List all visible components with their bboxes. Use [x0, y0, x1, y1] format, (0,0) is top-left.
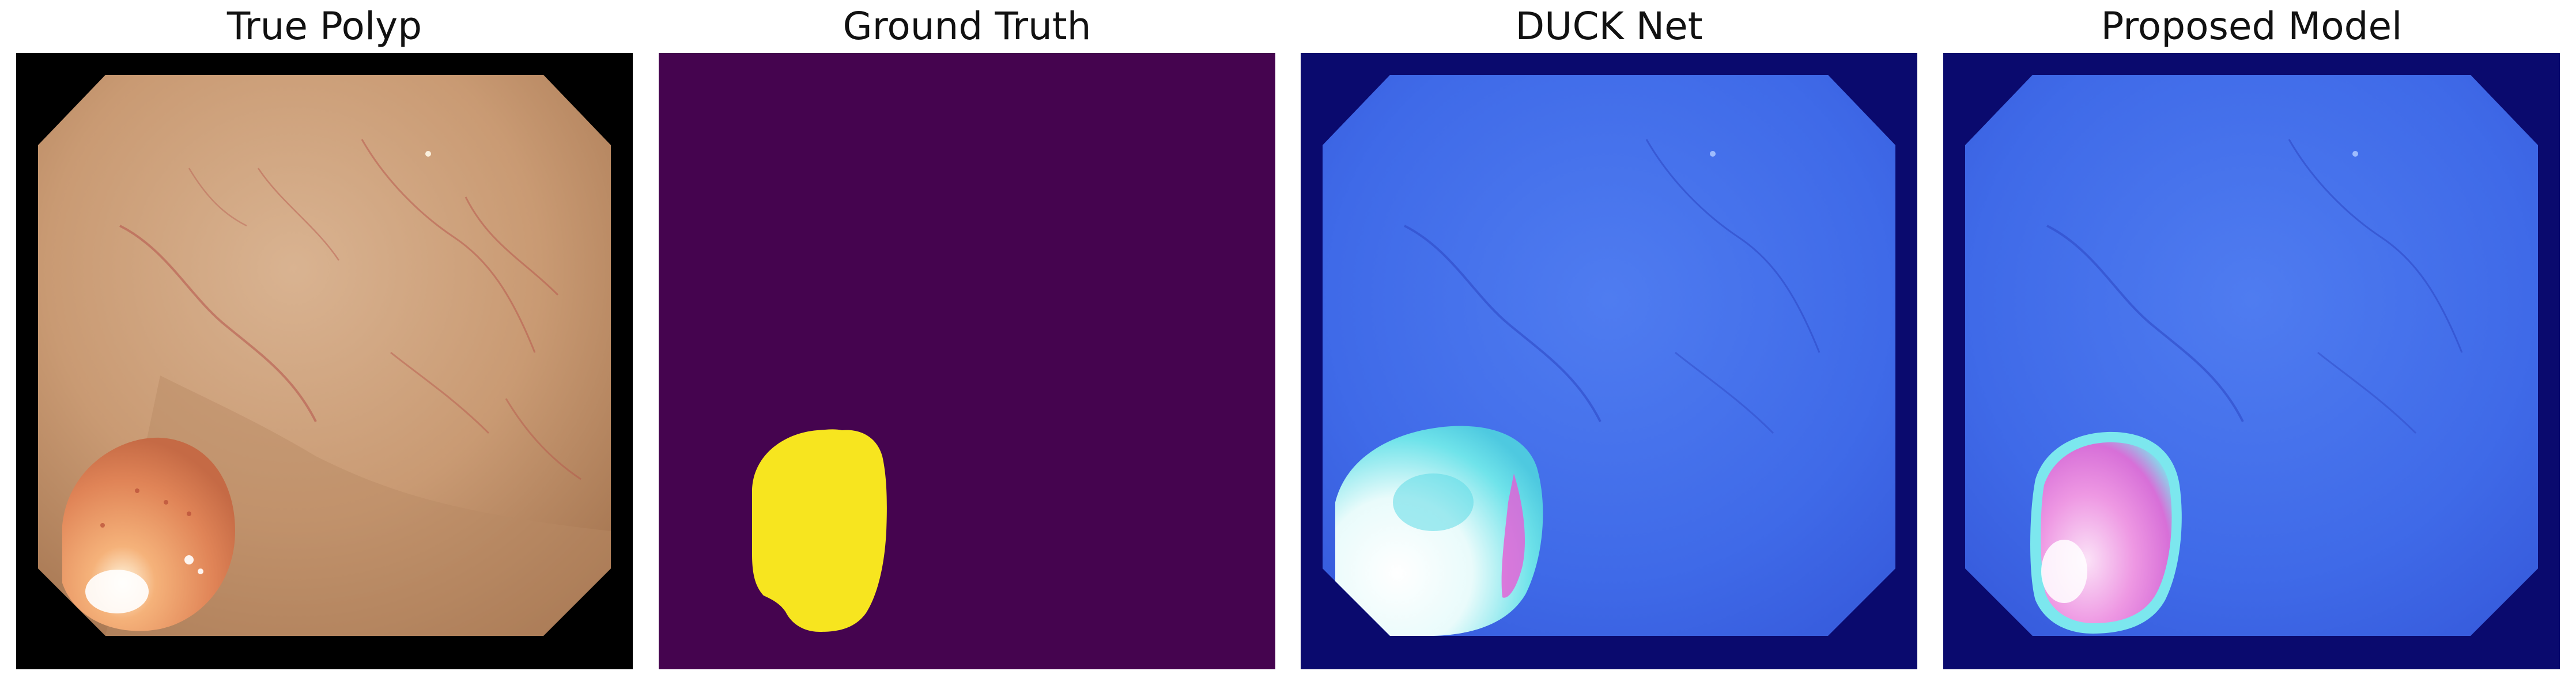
panel-title-duck-net: DUCK Net	[1515, 4, 1703, 48]
proposed-model-prediction-overlay	[1943, 53, 2560, 669]
panel-ground-truth: Ground Truth	[659, 0, 1275, 686]
panel-title-true-polyp: True Polyp	[226, 4, 422, 48]
panel-duck-net: DUCK Net	[1301, 0, 1917, 686]
panel-proposed-model: Proposed Model	[1943, 0, 2560, 686]
panel-title-proposed-model: Proposed Model	[2101, 4, 2403, 48]
panel-true-polyp: True Polyp	[16, 0, 633, 686]
duck-net-prediction-overlay	[1301, 53, 1917, 669]
panel-title-ground-truth: Ground Truth	[843, 4, 1091, 48]
endoscopy-image	[16, 53, 633, 669]
ground-truth-mask	[659, 53, 1275, 669]
